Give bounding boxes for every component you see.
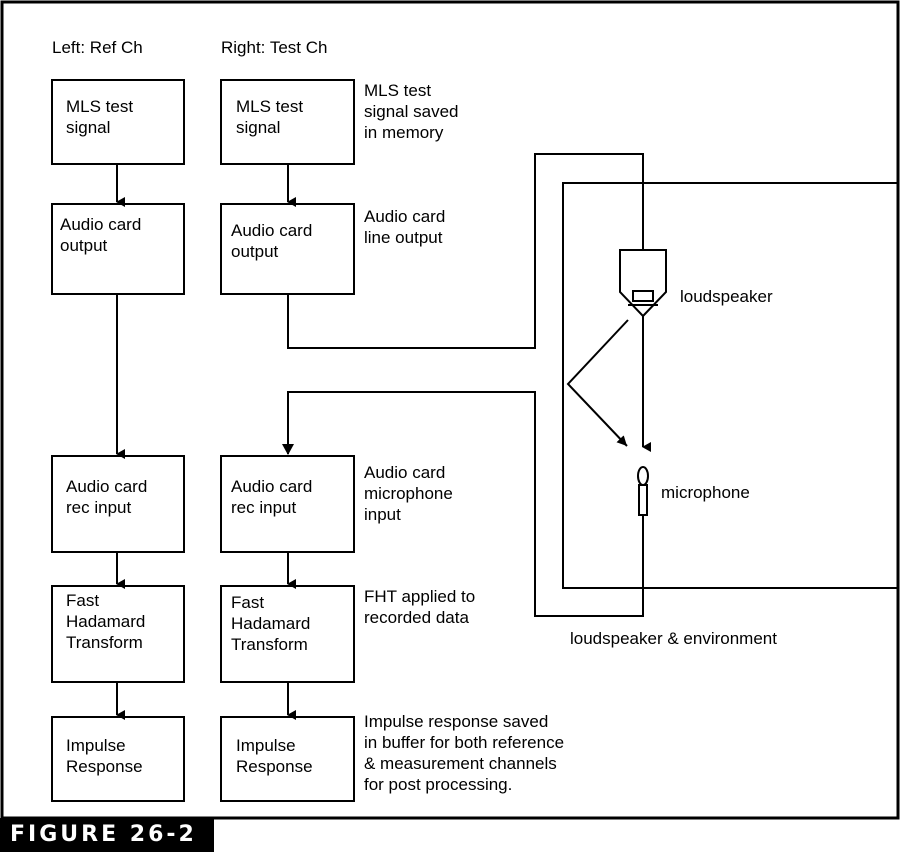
loudspeaker-icon (619, 249, 667, 318)
wire-mic-to-rec-in (287, 391, 644, 617)
environment-caption: loudspeaker & environment (570, 629, 777, 648)
right-audio-out-label: Audio card output (231, 221, 313, 261)
environment-box (562, 182, 899, 589)
left-impulse-label: Impulse Response (66, 736, 143, 776)
figure-label: FIGURE 26-2 (0, 818, 214, 852)
right-mls-label: MLS test signal (236, 97, 304, 137)
microphone-label: microphone (661, 483, 750, 502)
annotation-line-output: Audio card line output (364, 207, 446, 247)
annotation-mic-input: Audio card microphone input (364, 463, 453, 524)
right-fht-label: Fast Hadamard Transform (231, 593, 311, 654)
left-mls-label: MLS test signal (66, 97, 134, 137)
annotation-mls-saved: MLS test signal saved in memory (364, 81, 459, 142)
loudspeaker-label: loudspeaker (680, 287, 773, 306)
left-channel-header: Left: Ref Ch (52, 38, 143, 57)
right-rec-in-label: Audio card rec input (231, 477, 313, 517)
left-fht-label: Fast Hadamard Transform (66, 591, 146, 652)
reflected-sound-arrow (566, 319, 629, 447)
right-channel-header: Right: Test Ch (221, 38, 328, 57)
right-impulse-label: Impulse Response (236, 736, 313, 776)
arrow-into-right-rec-in (282, 444, 294, 455)
wire-line-out-to-speaker (287, 153, 644, 349)
annotation-fht-applied: FHT applied to recorded data (364, 587, 476, 627)
left-audio-out-label: Audio card output (60, 215, 142, 255)
annotation-impulse-saved: Impulse response saved in buffer for bot… (364, 712, 565, 794)
microphone-icon (637, 466, 649, 516)
left-rec-in-label: Audio card rec input (66, 477, 148, 517)
